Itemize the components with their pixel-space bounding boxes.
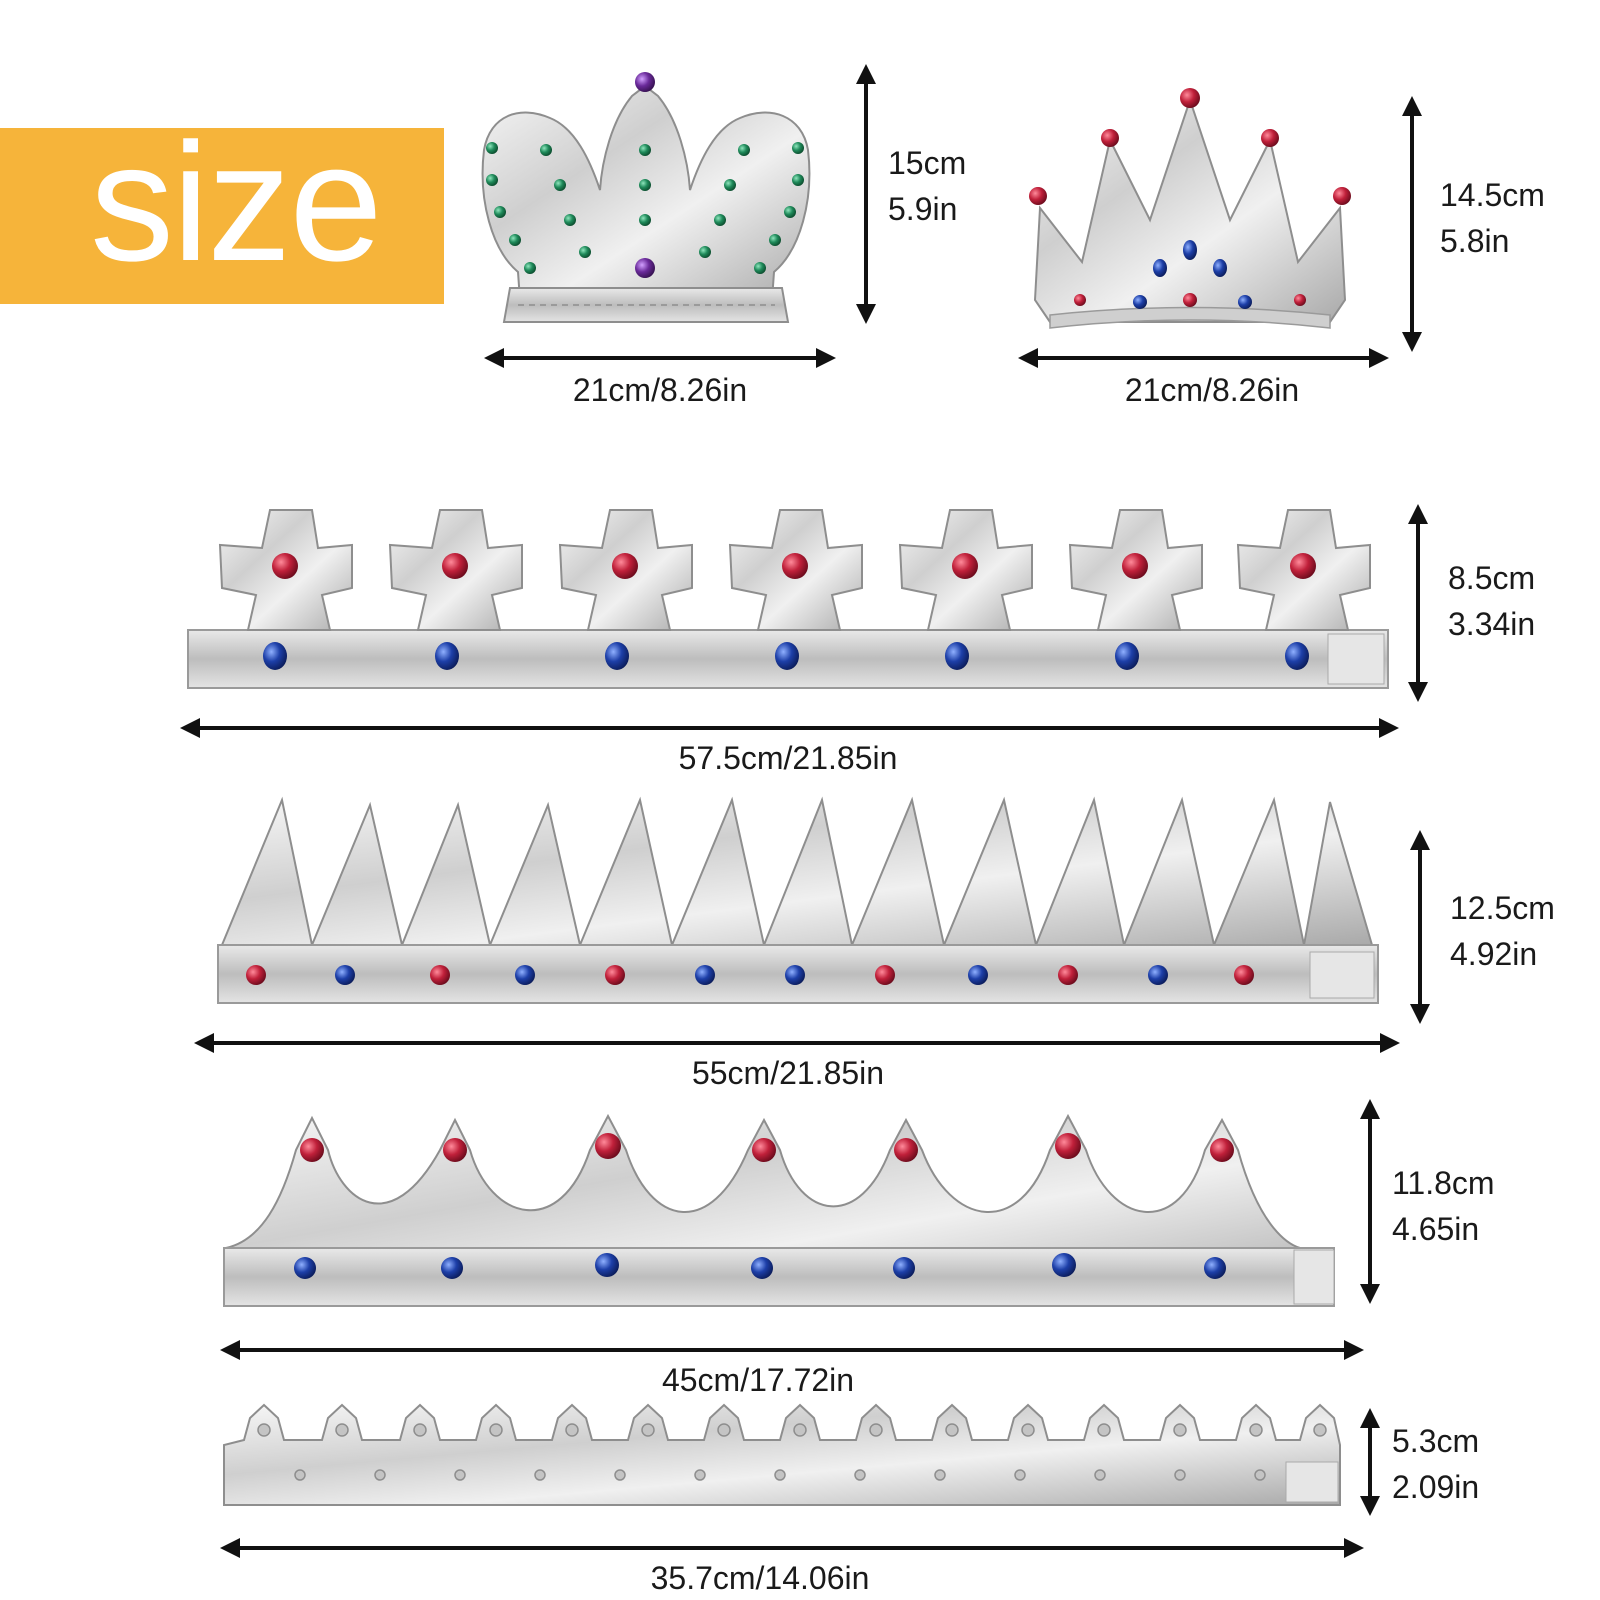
small-band-height-cm: 5.3cm bbox=[1392, 1423, 1480, 1459]
queen-crown-width-label: 21cm/8.26in bbox=[1124, 372, 1300, 408]
point-band-height-in: 4.65in bbox=[1392, 1211, 1480, 1248]
king-crown-height-label: 15cm 5.9in bbox=[888, 140, 966, 233]
queen-crown bbox=[1029, 88, 1351, 329]
queen-crown-height-in: 5.8in bbox=[1440, 223, 1510, 260]
cross-band-width-label: 57.5cm/21.85in bbox=[678, 740, 898, 776]
spike-band-height-in: 4.92in bbox=[1450, 936, 1538, 973]
king-crown bbox=[481, 72, 811, 323]
queen-crown-height-cm: 14.5cm bbox=[1440, 177, 1545, 213]
point-band-height-label: 11.8cm 4.65in bbox=[1392, 1160, 1495, 1253]
cross-band-height-cm: 8.5cm bbox=[1448, 560, 1536, 596]
king-crown-height-cm: 15cm bbox=[888, 145, 967, 181]
point-band-width-label: 45cm/17.72in bbox=[661, 1362, 855, 1398]
king-crown-height-in: 5.9in bbox=[888, 191, 958, 228]
spike-band-height-label: 12.5cm 4.92in bbox=[1450, 885, 1555, 978]
size-banner bbox=[0, 128, 444, 304]
small-band-height-in: 2.09in bbox=[1392, 1469, 1480, 1506]
cross-band-height-in: 3.34in bbox=[1448, 606, 1536, 643]
king-crown-width-label: 21cm/8.26in bbox=[572, 372, 748, 408]
small-band-height-label: 5.3cm 2.09in bbox=[1392, 1418, 1479, 1511]
size-banner-text: size bbox=[90, 108, 383, 296]
point-band-height-cm: 11.8cm bbox=[1392, 1165, 1495, 1201]
spike-band-height-cm: 12.5cm bbox=[1450, 890, 1555, 926]
small-band-width-label: 35.7cm/14.06in bbox=[650, 1560, 870, 1596]
cross-band-height-label: 8.5cm 3.34in bbox=[1448, 555, 1535, 648]
cross-band bbox=[187, 509, 1389, 689]
spike-band-width-label: 55cm/21.85in bbox=[691, 1055, 885, 1091]
spike-band bbox=[217, 796, 1379, 1004]
queen-crown-height-label: 14.5cm 5.8in bbox=[1440, 172, 1545, 265]
point-band bbox=[223, 1113, 1335, 1307]
small-band bbox=[223, 1403, 1341, 1506]
